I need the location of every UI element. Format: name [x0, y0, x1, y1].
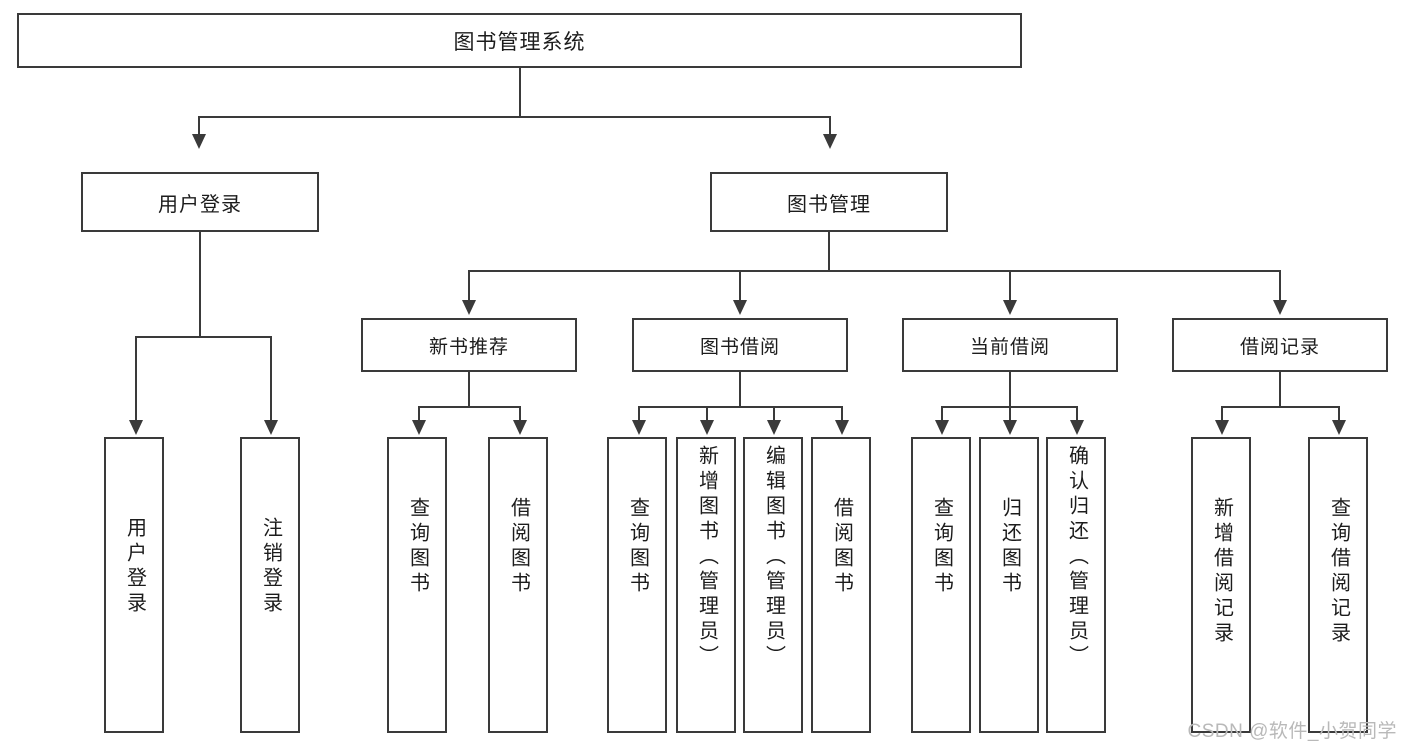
connector-borrowrecord-stem: [1279, 372, 1281, 406]
leaf-label: 新增借阅记录: [1210, 497, 1233, 647]
leaf-confirm-return-admin[interactable]: 确认归还（管理员）: [1046, 437, 1106, 733]
node-label: 用户登录: [158, 193, 242, 216]
node-label: 借阅记录: [1239, 336, 1320, 358]
node-book-management[interactable]: 图书管理: [710, 172, 948, 232]
leaf-query-book-borrow[interactable]: 查询图书: [607, 437, 667, 733]
connector-bookmgmt-drop-4: [1279, 270, 1281, 302]
connector-root-drop-1: [198, 116, 200, 136]
node-user-login[interactable]: 用户登录: [81, 172, 319, 232]
leaf-label: 查询图书: [406, 497, 429, 597]
leaf-add-book-admin[interactable]: 新增图书（管理员）: [676, 437, 736, 733]
node-label: 当前借阅: [969, 336, 1050, 358]
connector-bookborrow-drop-2: [706, 406, 708, 422]
leaf-label: 查询图书: [930, 497, 953, 597]
connector-currentborrow-drop-1: [941, 406, 943, 422]
leaf-label: 编辑图书（管理员）: [762, 445, 785, 670]
connector-bookmgmt-bus: [468, 270, 1280, 272]
connector-root-stem: [519, 68, 521, 116]
connector-bookborrow-drop-3: [773, 406, 775, 422]
leaf-borrow-book[interactable]: 借阅图书: [811, 437, 871, 733]
connector-userlogin-bus: [135, 336, 271, 338]
leaf-label: 用户登录: [123, 517, 146, 617]
leaf-borrow-book-newbook[interactable]: 借阅图书: [488, 437, 548, 733]
node-root-system[interactable]: 图书管理系统: [17, 13, 1022, 68]
connector-bookmgmt-drop-3: [1009, 270, 1011, 302]
connector-newbook-drop-1: [418, 406, 420, 422]
leaf-label: 新增图书（管理员）: [695, 445, 718, 670]
node-label: 图书借阅: [699, 336, 780, 358]
connector-borrowrecord-drop-1: [1221, 406, 1223, 422]
connector-bookmgmt-drop-2: [739, 270, 741, 302]
node-current-borrow[interactable]: 当前借阅: [902, 318, 1118, 372]
leaf-label: 确认归还（管理员）: [1065, 445, 1088, 670]
arrowhead-bookborrow-leaf-3: [767, 420, 781, 435]
node-book-borrow[interactable]: 图书借阅: [632, 318, 848, 372]
leaf-query-borrow-record[interactable]: 查询借阅记录: [1308, 437, 1368, 733]
connector-bookborrow-bus: [638, 406, 842, 408]
leaf-edit-book-admin[interactable]: 编辑图书（管理员）: [743, 437, 803, 733]
leaf-label: 借阅图书: [507, 497, 530, 597]
node-borrow-record[interactable]: 借阅记录: [1172, 318, 1388, 372]
arrowhead-currentborrow-leaf-3: [1070, 420, 1084, 435]
node-label: 新书推荐: [428, 336, 509, 358]
arrowhead-root-to-user-login: [192, 134, 206, 149]
connector-userlogin-drop-1: [135, 336, 137, 422]
connector-root-bus: [198, 116, 831, 118]
arrowhead-userlogin-leaf-2: [264, 420, 278, 435]
leaf-label: 借阅图书: [830, 497, 853, 597]
connector-userlogin-stem: [199, 232, 201, 336]
leaf-add-borrow-record[interactable]: 新增借阅记录: [1191, 437, 1251, 733]
connector-newbook-drop-2: [519, 406, 521, 422]
watermark-text: CSDN @软件_小贺同学: [1187, 721, 1397, 742]
leaf-return-book[interactable]: 归还图书: [979, 437, 1039, 733]
arrowhead-borrowrecord-leaf-1: [1215, 420, 1229, 435]
connector-bookmgmt-stem: [828, 232, 830, 270]
connector-userlogin-drop-2: [270, 336, 272, 422]
leaf-query-book-current[interactable]: 查询图书: [911, 437, 971, 733]
arrowhead-bookborrow-leaf-2: [700, 420, 714, 435]
connector-bookborrow-stem: [739, 372, 741, 406]
arrowhead-bookborrow-leaf-4: [835, 420, 849, 435]
leaf-query-book-newbook[interactable]: 查询图书: [387, 437, 447, 733]
leaf-logout[interactable]: 注销登录: [240, 437, 300, 733]
connector-bookborrow-drop-4: [841, 406, 843, 422]
arrowhead-currentborrow-leaf-2: [1003, 420, 1017, 435]
node-label: 图书管理系统: [453, 30, 586, 54]
connector-currentborrow-drop-2: [1009, 406, 1011, 422]
arrowhead-bookborrow-leaf-1: [632, 420, 646, 435]
arrowhead-newbook-leaf-1: [412, 420, 426, 435]
connector-currentborrow-drop-3: [1076, 406, 1078, 422]
node-new-book-recommend[interactable]: 新书推荐: [361, 318, 577, 372]
arrowhead-userlogin-leaf-1: [129, 420, 143, 435]
leaf-label: 归还图书: [998, 497, 1021, 597]
arrowhead-currentborrow-leaf-1: [935, 420, 949, 435]
arrowhead-bookmgmt-to-record: [1273, 300, 1287, 315]
leaf-label: 查询借阅记录: [1327, 497, 1350, 647]
arrowhead-root-to-book-manage: [823, 134, 837, 149]
connector-currentborrow-stem: [1009, 372, 1011, 406]
leaf-label: 注销登录: [259, 517, 282, 617]
node-label: 图书管理: [787, 193, 871, 216]
connector-borrowrecord-drop-2: [1338, 406, 1340, 422]
connector-root-drop-2: [829, 116, 831, 136]
arrowhead-bookmgmt-to-current: [1003, 300, 1017, 315]
connector-newbook-stem: [468, 372, 470, 406]
arrowhead-newbook-leaf-2: [513, 420, 527, 435]
leaf-user-login[interactable]: 用户登录: [104, 437, 164, 733]
leaf-label: 查询图书: [626, 497, 649, 597]
connector-newbook-bus: [418, 406, 520, 408]
connector-bookborrow-drop-1: [638, 406, 640, 422]
connector-borrowrecord-bus: [1221, 406, 1339, 408]
connector-bookmgmt-drop-1: [468, 270, 470, 302]
arrowhead-bookmgmt-to-new-book: [462, 300, 476, 315]
arrowhead-borrowrecord-leaf-2: [1332, 420, 1346, 435]
arrowhead-bookmgmt-to-borrow: [733, 300, 747, 315]
